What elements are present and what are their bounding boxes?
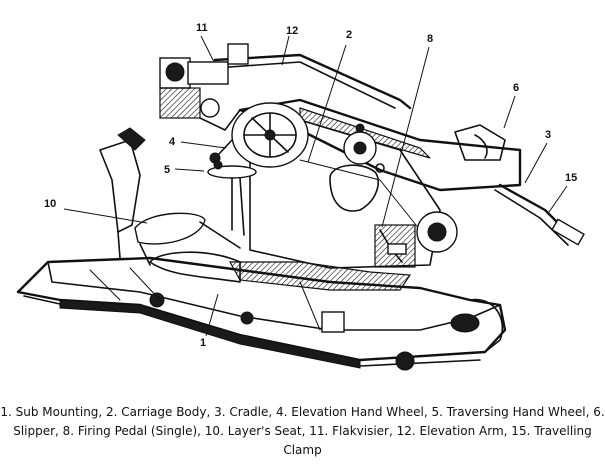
platform-grating (149, 251, 412, 291)
travelling-clamp (494, 183, 585, 246)
firing-pedal (379, 229, 407, 263)
layers-seat (99, 127, 241, 266)
callout-6: 6 (513, 82, 519, 94)
callout-3: 3 (545, 129, 551, 141)
callout-2: 2 (346, 29, 352, 41)
elevation-arm (213, 53, 412, 110)
flakvisier (159, 43, 249, 131)
callout-4: 4 (169, 136, 176, 148)
figure-caption: 1. Sub Mounting, 2. Carriage Body, 3. Cr… (0, 405, 605, 457)
callout-10: 10 (44, 198, 56, 210)
leader-lines (63, 35, 568, 337)
callout-11: 11 (196, 22, 208, 34)
carriage-body (249, 119, 458, 269)
elevation-hand-wheel (209, 102, 309, 168)
callout-5: 5 (164, 164, 170, 176)
callout-12: 12 (286, 25, 298, 37)
traversing-hand-wheel (207, 160, 257, 236)
callout-15: 15 (565, 172, 577, 184)
mount-diagram: 11 12 2 8 6 3 15 4 5 10 1 (16, 22, 585, 371)
sub-mounting (16, 256, 507, 371)
callout-8: 8 (427, 33, 433, 45)
callout-1: 1 (200, 337, 206, 349)
